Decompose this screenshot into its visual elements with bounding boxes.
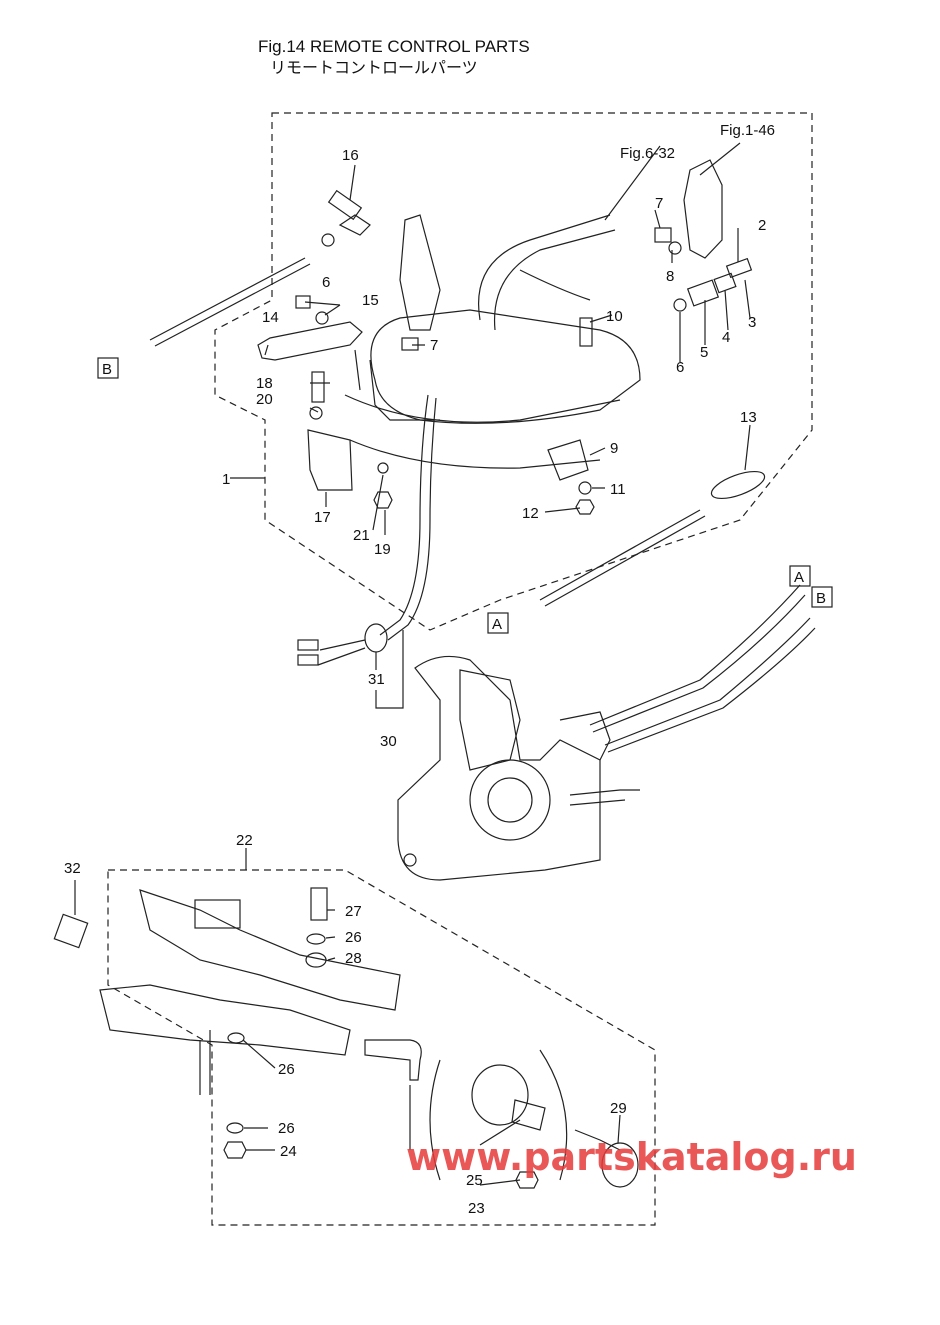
washer-26-low <box>226 1122 244 1134</box>
box-b-right <box>811 586 833 608</box>
callout: 7 <box>430 337 438 354</box>
callout: 30 <box>380 733 397 750</box>
bolt-16 <box>327 189 363 221</box>
box-a-mid-label: A <box>492 616 502 633</box>
nut-7-center <box>401 337 419 351</box>
callout: 6 <box>676 359 684 376</box>
knob-29 <box>601 1142 639 1188</box>
washer-6-right <box>673 298 687 312</box>
bolt-10 <box>579 317 593 347</box>
control-cable-upper <box>539 509 701 601</box>
callout: 15 <box>362 292 379 309</box>
remote-control-box <box>397 655 601 881</box>
callout: 16 <box>342 147 359 164</box>
control-cable-a-right <box>589 584 801 726</box>
callout: 1 <box>222 471 230 488</box>
callout: 20 <box>256 391 273 408</box>
collar-4 <box>713 272 737 294</box>
fitting-32 <box>53 913 89 949</box>
bolt-18 <box>311 371 325 403</box>
ref-fig-6-32: Fig.6-32 <box>620 145 675 162</box>
callout: 5 <box>700 344 708 361</box>
steering-arm <box>399 214 441 331</box>
lower-hub <box>471 1064 529 1126</box>
lever-25 <box>511 1099 546 1131</box>
callout: 25 <box>466 1172 483 1189</box>
remote-handle <box>459 669 521 771</box>
washer-8 <box>668 241 682 255</box>
figure-title-block: Fig.14 REMOTE CONTROL PARTS リモートコントロールパー… <box>258 36 530 78</box>
nut-12 <box>575 499 595 515</box>
callout: 10 <box>606 308 623 325</box>
plate-fig-1-46 <box>683 159 723 259</box>
callout: 28 <box>345 950 362 967</box>
washer-26-top <box>306 933 326 945</box>
ref-fig-1-46: Fig.1-46 <box>720 122 775 139</box>
lower-housing-lower <box>99 984 351 1056</box>
figure-title: Fig.14 REMOTE CONTROL PARTS <box>258 37 530 56</box>
bracket-9 <box>547 439 589 481</box>
figure-subtitle-jp: リモートコントロールパーツ <box>270 58 478 77</box>
remote-hub <box>469 759 551 841</box>
control-cable-b-right <box>604 617 811 746</box>
spring-5 <box>686 279 720 307</box>
box-b-left <box>97 357 119 379</box>
callout: 26 <box>278 1120 295 1137</box>
callout: 17 <box>314 509 331 526</box>
nut-19 <box>373 491 393 509</box>
box-a-right-label: A <box>794 569 804 586</box>
kit-boundary-lower <box>107 869 656 1226</box>
callout: 4 <box>722 329 730 346</box>
washer-20 <box>309 406 323 420</box>
nut-7-right <box>654 227 672 243</box>
callout: 14 <box>262 309 279 326</box>
callout: 31 <box>368 671 385 688</box>
callout: 21 <box>353 527 370 544</box>
washer-6-left <box>321 233 335 247</box>
callout: 18 <box>256 375 273 392</box>
box-a-mid <box>487 612 509 634</box>
callout: 12 <box>522 505 539 522</box>
callout: 22 <box>236 832 253 849</box>
callout: 26 <box>278 1061 295 1078</box>
box-a-right <box>789 565 811 587</box>
lower-housing-upper <box>139 889 401 1011</box>
callout: 3 <box>748 314 756 331</box>
pin-2 <box>725 257 753 279</box>
harness-cable <box>379 394 429 636</box>
callout: 19 <box>374 541 391 558</box>
callout: 27 <box>345 903 362 920</box>
washer-11 <box>578 481 592 495</box>
callout: 7 <box>655 195 663 212</box>
tube-elbow <box>364 1039 422 1081</box>
control-cable-b-left <box>149 257 306 341</box>
callout: 11 <box>610 481 626 498</box>
tiller-bracket-outline <box>370 309 641 424</box>
grommet-31 <box>364 623 388 653</box>
box-b-right-label: B <box>816 590 826 607</box>
callout: 23 <box>468 1200 485 1217</box>
callout: 9 <box>610 440 618 457</box>
kit-boundary-upper <box>214 112 813 631</box>
cap-13 <box>710 470 766 500</box>
bracket-14 <box>257 321 363 361</box>
watermark: www.partskatalog.ru <box>406 1135 857 1179</box>
callout: 6 <box>322 274 330 291</box>
callout: 26 <box>345 929 362 946</box>
callout: 32 <box>64 860 81 877</box>
bracket-plate <box>194 899 241 929</box>
callout: 24 <box>280 1143 297 1160</box>
callout: 13 <box>740 409 757 426</box>
callout: 29 <box>610 1100 627 1117</box>
bushing-28 <box>305 952 327 968</box>
nut-24 <box>223 1141 247 1159</box>
box-b-left-label: B <box>102 361 112 378</box>
callout: 8 <box>666 268 674 285</box>
callout: 2 <box>758 217 766 234</box>
bracket-17 <box>307 429 353 491</box>
washer-26-mid <box>227 1032 245 1044</box>
bolt-27 <box>310 887 328 921</box>
